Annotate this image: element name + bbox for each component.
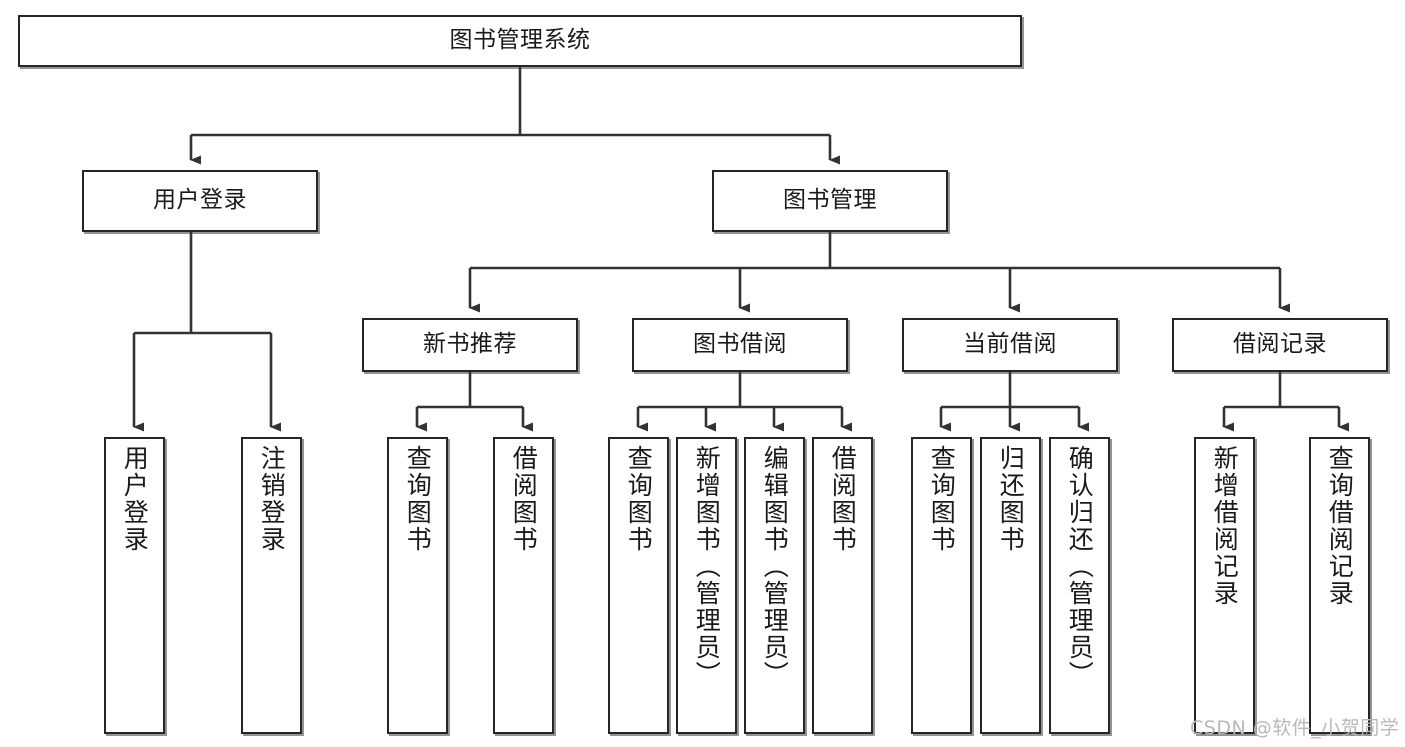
node-current-borrowing[interactable]: 当前借阅 [902, 318, 1118, 372]
node-label: 借阅图书 [828, 445, 858, 553]
leaf-borrow-borrow-book[interactable]: 借阅图书 [812, 437, 873, 734]
leaf-new-book-borrow[interactable]: 借阅图书 [493, 437, 554, 734]
leaf-borrow-query-book[interactable]: 查询图书 [608, 437, 669, 734]
leaf-record-add-record[interactable]: 新增借阅记录 [1194, 437, 1255, 734]
leaf-user-login-signout[interactable]: 注销登录 [241, 437, 302, 734]
node-label: 新书推荐 [423, 331, 517, 358]
node-label: 查询图书 [624, 445, 654, 553]
node-label: 图书管理系统 [449, 27, 591, 54]
node-label: 注销登录 [257, 445, 287, 553]
leaf-borrow-add-book-admin[interactable]: 新增图书（管理员） [676, 437, 737, 734]
node-label: 查询图书 [927, 445, 957, 553]
leaf-borrow-edit-book-admin[interactable]: 编辑图书（管理员） [744, 437, 805, 734]
node-label: 新增图书（管理员） [692, 445, 722, 688]
node-user-login[interactable]: 用户登录 [82, 170, 318, 232]
leaf-current-confirm-return-admin[interactable]: 确认归还（管理员） [1049, 437, 1110, 734]
leaf-user-login-signin[interactable]: 用户登录 [104, 437, 165, 734]
node-label: 图书管理 [783, 187, 877, 214]
node-root-book-management-system[interactable]: 图书管理系统 [18, 15, 1022, 67]
node-label: 归还图书 [996, 445, 1026, 553]
node-book-management[interactable]: 图书管理 [712, 170, 948, 232]
node-label: 查询借阅记录 [1325, 445, 1355, 607]
leaf-new-book-query[interactable]: 查询图书 [387, 437, 448, 734]
leaf-record-query-record[interactable]: 查询借阅记录 [1309, 437, 1370, 734]
leaf-current-return-book[interactable]: 归还图书 [980, 437, 1041, 734]
leaf-current-query-book[interactable]: 查询图书 [911, 437, 972, 734]
node-new-book-recommendation[interactable]: 新书推荐 [362, 318, 578, 372]
node-label: 借阅图书 [509, 445, 539, 553]
node-label: 新增借阅记录 [1210, 445, 1240, 607]
node-label: 确认归还（管理员） [1065, 445, 1095, 688]
node-label: 用户登录 [153, 187, 247, 214]
node-label: 用户登录 [120, 445, 150, 553]
csdn-watermark: CSDN @软件_小贺同学 [1190, 717, 1400, 739]
node-book-borrowing[interactable]: 图书借阅 [632, 318, 848, 372]
node-borrow-records[interactable]: 借阅记录 [1172, 318, 1388, 372]
node-label: 查询图书 [403, 445, 433, 553]
node-label: 借阅记录 [1233, 331, 1327, 358]
node-label: 编辑图书（管理员） [760, 445, 790, 688]
node-label: 当前借阅 [963, 331, 1057, 358]
node-label: 图书借阅 [693, 331, 787, 358]
